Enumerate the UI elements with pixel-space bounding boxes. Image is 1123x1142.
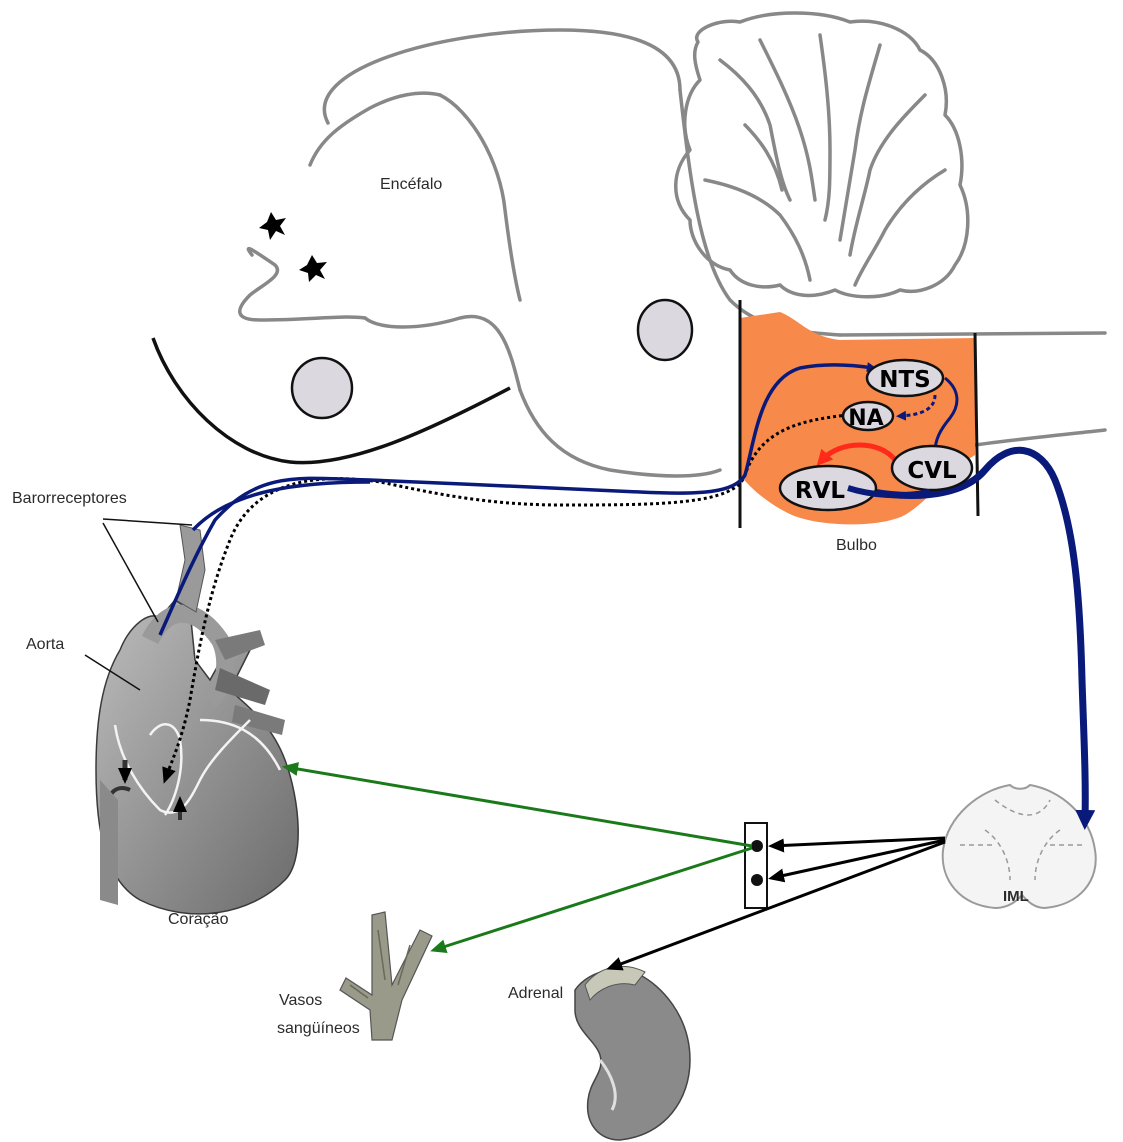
star-markers [259, 212, 327, 282]
svg-text:CVL: CVL [907, 458, 957, 484]
label-coracao: Coração [168, 911, 228, 929]
bulbo-boundary-right [975, 333, 978, 516]
label-vasos: Vasos [279, 992, 322, 1010]
brain-nucleus-circle [638, 300, 692, 360]
nucleus-na: NA [843, 402, 893, 431]
svg-text:NTS: NTS [879, 367, 931, 393]
label-iml: IML [1003, 888, 1029, 905]
svg-text:NA: NA [848, 406, 883, 431]
nucleus-rvl: RVL [780, 466, 876, 510]
iml-to-adrenal-pathway [610, 842, 945, 968]
ganglion-neuron [751, 840, 763, 852]
label-sanguineos: sangüíneos [277, 1020, 360, 1038]
label-encefalo: Encéfalo [380, 176, 442, 194]
heart-illustration [96, 525, 298, 914]
sympathetic-to-vessels-pathway [434, 848, 752, 950]
brain-nucleus-circle [292, 358, 352, 418]
label-aorta: Aorta [26, 636, 64, 654]
ganglion-neuron [751, 874, 763, 886]
label-barorreceptores: Barorreceptores [12, 490, 127, 508]
label-adrenal: Adrenal [508, 985, 563, 1003]
svg-text:RVL: RVL [795, 478, 846, 504]
nucleus-cvl: CVL [892, 446, 972, 490]
sympathetic-to-heart-pathway [286, 767, 752, 846]
baroreceptor-afferent-pathway [160, 365, 873, 635]
barorreceptores-pointer [103, 523, 158, 622]
label-bulbo: Bulbo [836, 537, 877, 555]
nucleus-nts: NTS [867, 360, 943, 396]
adrenal-kidney-illustration [575, 966, 690, 1140]
barorreceptores-pointer [103, 519, 192, 525]
ganglion-box [745, 823, 767, 908]
